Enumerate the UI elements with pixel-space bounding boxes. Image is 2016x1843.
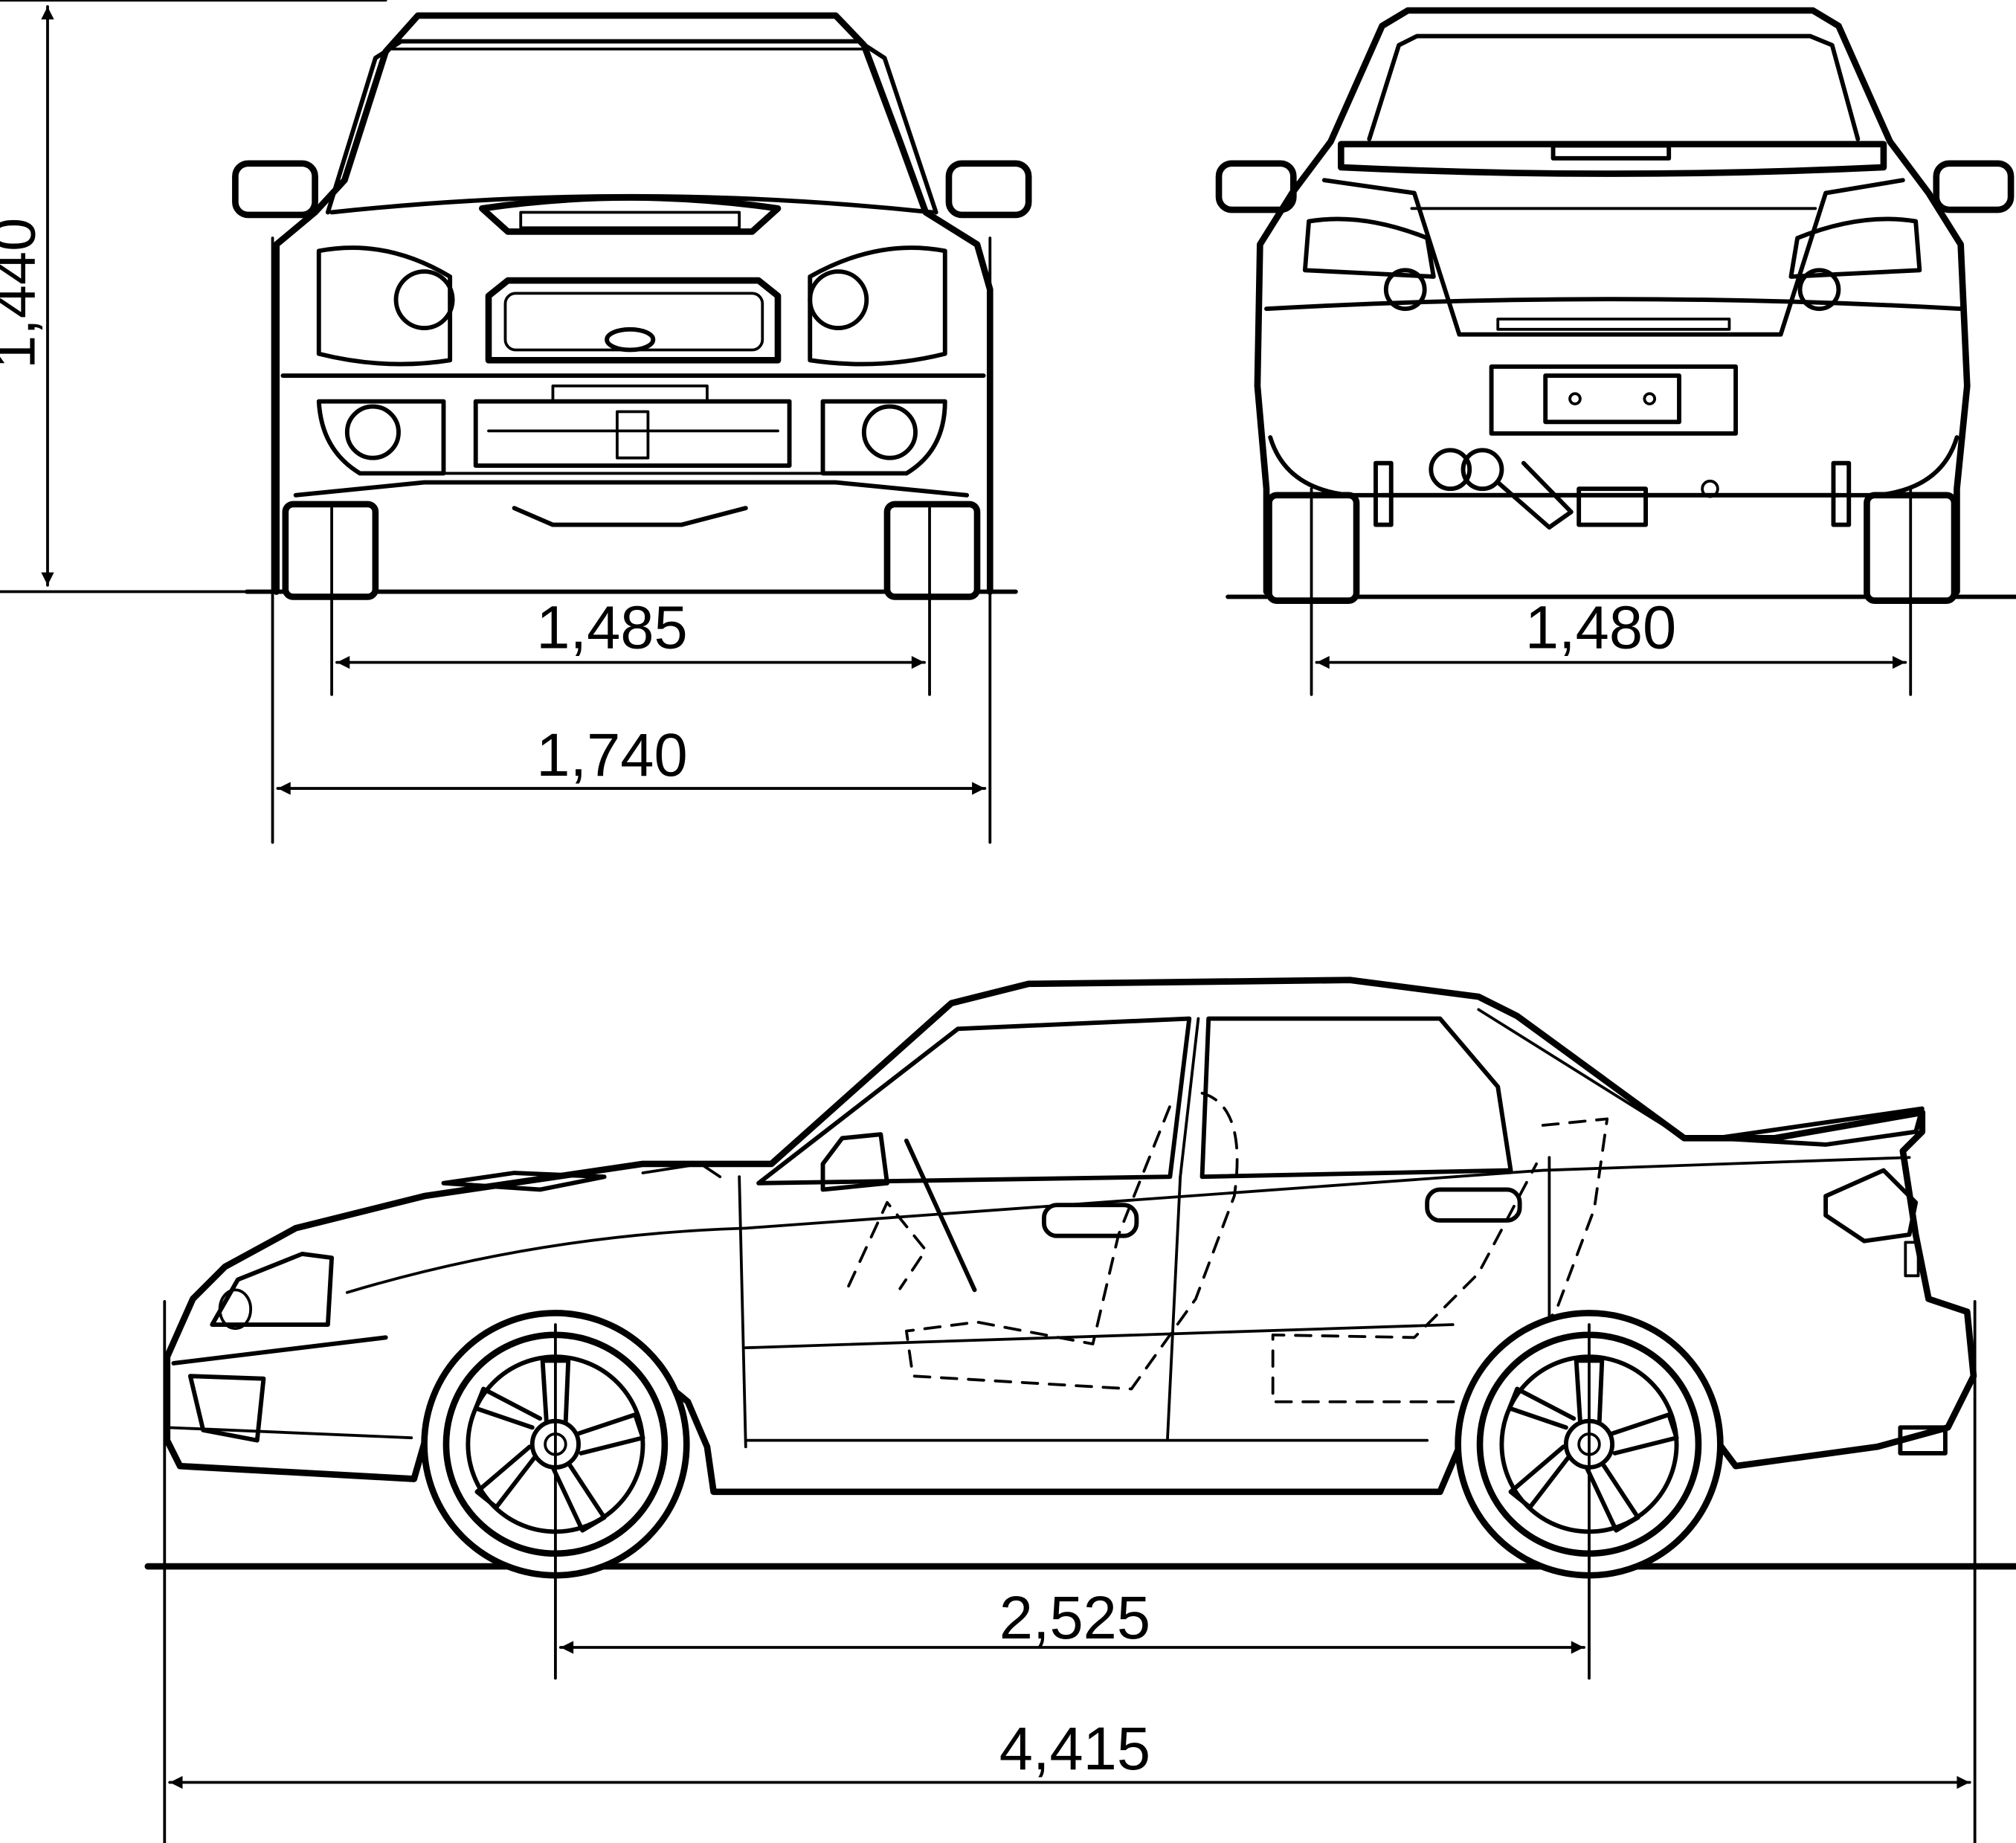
length-label: 4,415	[999, 1715, 1150, 1783]
front-intake	[473, 399, 792, 469]
front-grille	[485, 277, 782, 364]
front-body-outline	[273, 12, 993, 595]
exhaust-right	[1461, 448, 1504, 492]
rear-body-outline	[1254, 7, 1971, 595]
front-right-foglight	[820, 399, 947, 476]
rear-right-mirror	[1933, 160, 2015, 213]
rear-track-label: 1,480	[1525, 594, 1676, 662]
front-left-foglight	[316, 399, 446, 476]
front-logo	[605, 327, 656, 353]
front-right-mirror	[945, 160, 1032, 219]
side-foglight	[187, 1374, 266, 1443]
side-exhaust	[1898, 1425, 1948, 1456]
rear-left-taillight	[1302, 216, 1436, 279]
hood-scoop	[479, 194, 782, 235]
side-view	[144, 977, 2016, 1680]
wheelbase-label: 2,525	[999, 1584, 1150, 1652]
front-door-handle	[1041, 1203, 1139, 1238]
side-taillight	[1823, 1168, 1919, 1244]
dimension-labels: 1,440 1,485 1,740 1,480 2,525 4,415	[0, 218, 1676, 1784]
rear-right-taillight	[1788, 216, 1922, 279]
front-side-window	[756, 1016, 1192, 1186]
rear-plate	[1543, 373, 1681, 425]
rear-view	[1215, 7, 2016, 604]
rear-left-mirror	[1215, 160, 1297, 213]
rear-window	[1367, 33, 1861, 141]
rear-side-window	[1199, 1016, 1513, 1180]
trunk-lid	[1321, 178, 1905, 337]
side-hood-scoop	[441, 1171, 607, 1192]
front-left-headlight	[316, 245, 453, 367]
exhaust-left	[1429, 448, 1472, 492]
side-mirror	[820, 1132, 889, 1192]
front-left-mirror	[232, 160, 318, 219]
rear-door-handle	[1425, 1187, 1522, 1223]
rear-plate-recess	[1489, 364, 1739, 436]
rear-spoiler	[1337, 141, 1887, 177]
front-right-tire	[883, 501, 981, 600]
front-track-label: 1,485	[536, 594, 687, 662]
front-windshield	[325, 39, 938, 215]
height-label: 1,440	[0, 218, 48, 369]
side-headlight	[210, 1251, 335, 1327]
front-right-headlight	[808, 245, 947, 367]
side-spoiler	[1714, 1106, 1925, 1147]
width-label: 1,740	[536, 721, 687, 789]
front-view	[232, 12, 1032, 600]
